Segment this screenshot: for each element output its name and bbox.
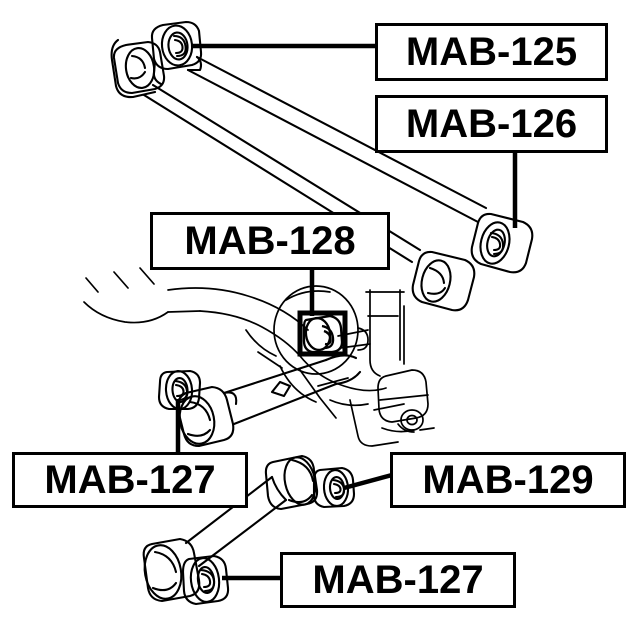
leader-lines (175, 43, 518, 581)
callout-label-mab-127-lower: MAB-127 (312, 558, 484, 602)
callout-mab-128[interactable]: MAB-128 (150, 212, 390, 270)
upper-rod-bar-1 (186, 55, 488, 224)
callout-mab-127-lower[interactable]: MAB-127 (280, 552, 516, 608)
right-bushing-126 (470, 212, 534, 274)
callout-mab-126[interactable]: MAB-126 (375, 95, 608, 153)
trailing-arm (142, 454, 356, 606)
knuckle-hub-assembly (83, 267, 429, 433)
callout-label-mab-128: MAB-128 (184, 219, 356, 263)
upper-control-arm (157, 354, 362, 448)
upper-lateral-rod-1 (110, 20, 203, 99)
hub-bushing-128 (302, 314, 344, 354)
hub-detail-lines (245, 329, 435, 447)
callout-mab-129[interactable]: MAB-129 (390, 452, 626, 508)
callout-label-mab-127-upper: MAB-127 (44, 458, 216, 502)
callout-label-mab-129: MAB-129 (422, 458, 594, 502)
right-bushing-lower (411, 250, 476, 312)
callout-mab-125[interactable]: MAB-125 (375, 23, 608, 81)
mab-128-highlight-box (297, 310, 348, 357)
callout-label-mab-126: MAB-126 (405, 102, 578, 146)
callout-label-mab-125: MAB-125 (405, 30, 578, 74)
leader-mab-129 (343, 472, 393, 491)
callout-mab-127-upper[interactable]: MAB-127 (12, 452, 248, 508)
